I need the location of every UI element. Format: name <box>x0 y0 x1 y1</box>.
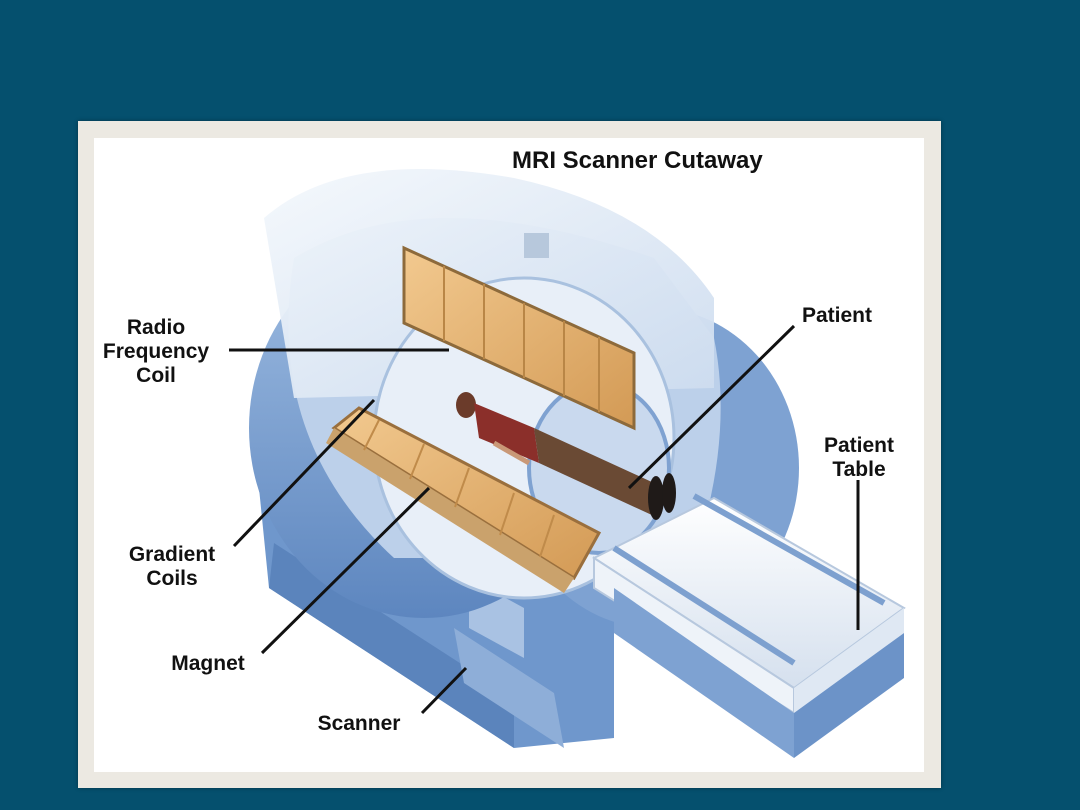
leader-patient <box>627 324 796 490</box>
gradient-coils <box>326 406 602 593</box>
patient-figure <box>456 392 676 520</box>
label-rf-line2: Frequency <box>103 340 210 363</box>
radio-frequency-coil <box>402 245 636 431</box>
label-patient: Patient <box>802 304 872 327</box>
leader-magnet <box>260 486 431 655</box>
label-rf-line1: Radio <box>127 316 185 339</box>
patient-table <box>591 493 906 758</box>
diagram-canvas: MRI Scanner Cutaway Radio Frequency Coil… <box>94 138 924 772</box>
diagram-title: MRI Scanner Cutaway <box>512 147 763 174</box>
label-table-line1: Patient <box>824 434 894 457</box>
image-frame: MRI Scanner Cutaway Radio Frequency Coil… <box>78 121 941 788</box>
shell-port <box>524 233 549 258</box>
label-gradient-line2: Coils <box>146 567 197 590</box>
label-rf-line3: Coil <box>136 364 176 387</box>
leader-scanner <box>420 666 468 715</box>
leader-lines <box>229 324 860 715</box>
label-table-line2: Table <box>832 458 885 481</box>
leader-gradient <box>232 398 376 548</box>
label-gradient-line1: Gradient <box>129 543 215 566</box>
label-scanner: Scanner <box>318 712 401 735</box>
label-magnet: Magnet <box>171 652 245 675</box>
mri-cutaway-illustration: MRI Scanner Cutaway Radio Frequency Coil… <box>103 147 906 758</box>
